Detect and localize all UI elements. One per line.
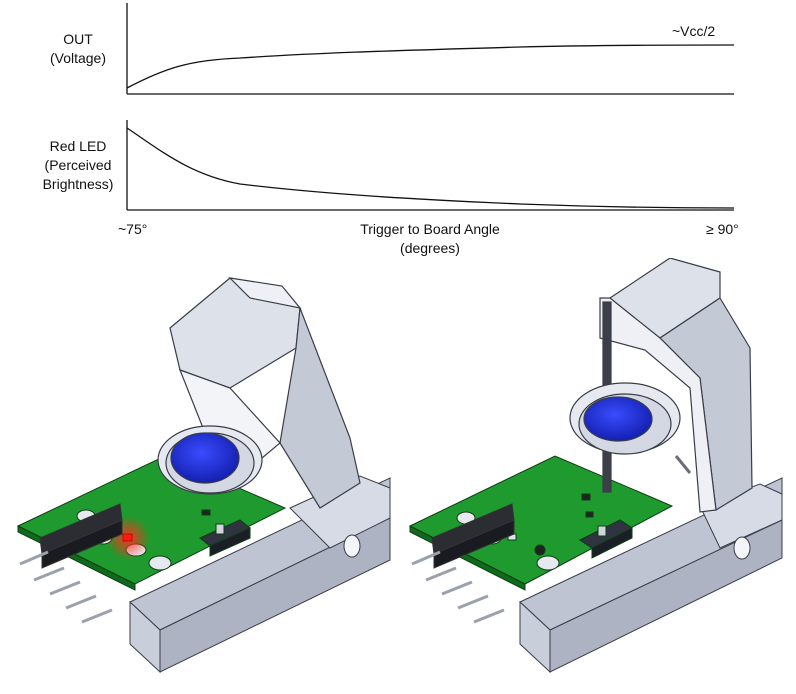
led-ylabel: Red LED (Perceived Brightness)	[26, 137, 130, 194]
led-ylabel-line2: (Perceived	[44, 157, 112, 173]
right-assembly	[408, 258, 783, 674]
x-tick-right: ≥ 90°	[706, 221, 739, 237]
x-axis-label-line2: (degrees)	[400, 240, 460, 256]
led-brightness-curve	[126, 127, 735, 209]
right-trigger	[569, 258, 753, 513]
out-voltage-curve	[126, 44, 735, 89]
sensor-illustrations	[16, 258, 783, 674]
response-plots	[126, 3, 735, 211]
out-ylabel: OUT (Voltage)	[36, 30, 120, 68]
top-plot	[126, 3, 735, 95]
right-blue-lens	[583, 396, 653, 442]
out-ylabel-line2: (Voltage)	[49, 50, 107, 66]
out-ylabel-line1: OUT	[63, 31, 93, 47]
left-housing	[129, 475, 391, 674]
left-trigger	[157, 277, 361, 509]
x-axis-label-line1: Trigger to Board Angle	[360, 221, 500, 237]
led-ylabel-line3: Brightness)	[42, 176, 114, 192]
left-header-pins	[19, 503, 123, 624]
left-assembly	[16, 277, 391, 674]
x-tick-left: ~75°	[118, 221, 148, 237]
x-axis-label: Trigger to Board Angle (degrees)	[320, 220, 540, 258]
right-header-pins	[411, 503, 515, 624]
bottom-plot	[126, 120, 735, 211]
left-blue-lens	[170, 432, 240, 484]
vcc-annotation: ~Vcc/2	[672, 23, 716, 39]
led-ylabel-line1: Red LED	[49, 138, 107, 154]
